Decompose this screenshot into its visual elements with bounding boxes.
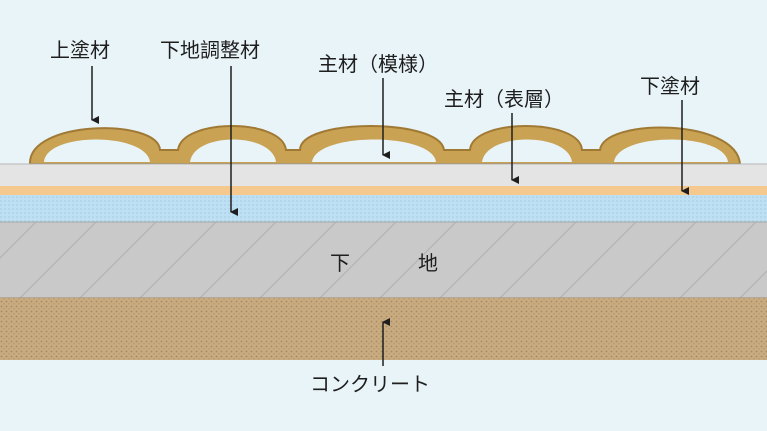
undercoat-layer [0,186,767,195]
top-coat-label: 上塗材 [50,38,110,62]
substrate-layer [0,222,767,298]
main-surface-label: 主材（表層） [444,87,564,111]
substrate-hatching [0,222,767,298]
base-adjuster-label: 下地調整材 [160,38,260,62]
main-pattern-label: 主材（模様） [318,52,438,76]
concrete-label: コンクリート [310,372,430,396]
substrate-label-right: 地 [418,251,438,275]
pattern-hollows [44,139,728,162]
main-surface-layer [0,164,767,186]
under-coat-label: 下塗材 [640,74,700,98]
substrate-label-left: 下 [330,251,350,275]
base-adjuster-layer [0,195,767,222]
